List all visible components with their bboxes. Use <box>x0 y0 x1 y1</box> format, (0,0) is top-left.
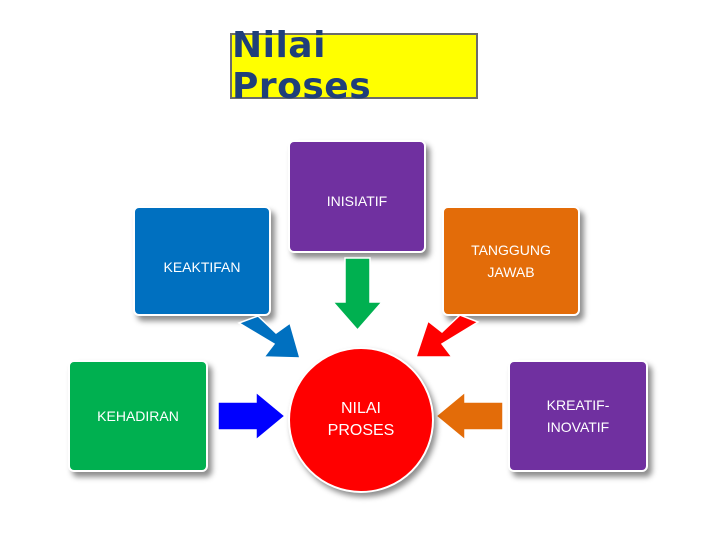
node-tanggung-jawab: TANGGUNG JAWAB <box>442 206 580 316</box>
title-box: Nilai Proses <box>230 25 478 107</box>
node-kehadiran-label: KEHADIRAN <box>97 408 179 424</box>
node-tanggung-jawab-label: TANGGUNG JAWAB <box>471 242 551 280</box>
node-keaktifan: KEAKTIFAN <box>133 206 271 316</box>
node-inisiatif: INISIATIF <box>288 140 426 253</box>
node-kreatif-inovatif: KREATIF- INOVATIF <box>508 360 648 472</box>
diagram-title: Nilai Proses <box>232 25 372 107</box>
node-kehadiran: KEHADIRAN <box>68 360 208 472</box>
arrow-inisiatif-to-center <box>331 257 384 332</box>
center-node-label: NILAI PROSES <box>327 400 395 439</box>
node-inisiatif-label: INISIATIF <box>326 193 388 209</box>
node-keaktifan-label: KEAKTIFAN <box>163 259 241 275</box>
arrow-kehadiran-to-center <box>217 390 287 442</box>
arrow-tanggung-jawab-to-center <box>414 314 480 358</box>
node-kreatif-inovatif-label: KREATIF- INOVATIF <box>546 397 610 435</box>
center-node-nilai-proses: NILAI PROSES <box>288 347 434 493</box>
arrow-keaktifan-to-center <box>237 315 302 359</box>
arrow-kreatif-inovatif-to-center <box>434 390 504 442</box>
